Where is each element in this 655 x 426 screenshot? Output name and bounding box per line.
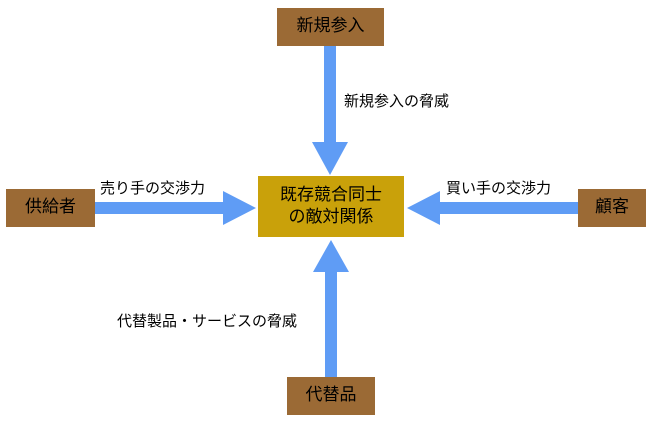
label-supplier-power: 売り手の交渉力 <box>100 179 206 197</box>
node-suppliers-label: 供給者 <box>25 197 76 218</box>
node-new-entrants: 新規参入 <box>277 8 384 46</box>
arrow-top <box>312 46 348 175</box>
arrow-left <box>95 191 256 225</box>
node-suppliers: 供給者 <box>6 189 95 227</box>
node-substitutes-label: 代替品 <box>305 385 357 406</box>
node-rivalry: 既存競合同士 の敵対関係 <box>258 176 404 237</box>
node-customers-label: 顧客 <box>595 197 629 218</box>
node-substitutes: 代替品 <box>287 377 375 415</box>
arrow-bottom <box>313 240 349 377</box>
label-buyer-power: 買い手の交渉力 <box>446 179 552 197</box>
rivalry-label-line2: の敵対関係 <box>288 206 374 227</box>
node-new-entrants-label: 新規参入 <box>296 16 365 37</box>
label-threat-new-entrants: 新規参入の脅威 <box>344 92 450 110</box>
rivalry-label-line1: 既存競合同士 <box>280 185 382 206</box>
node-customers: 顧客 <box>578 189 646 227</box>
label-threat-substitutes: 代替製品・サービスの脅威 <box>117 312 298 330</box>
arrow-right <box>407 191 578 225</box>
